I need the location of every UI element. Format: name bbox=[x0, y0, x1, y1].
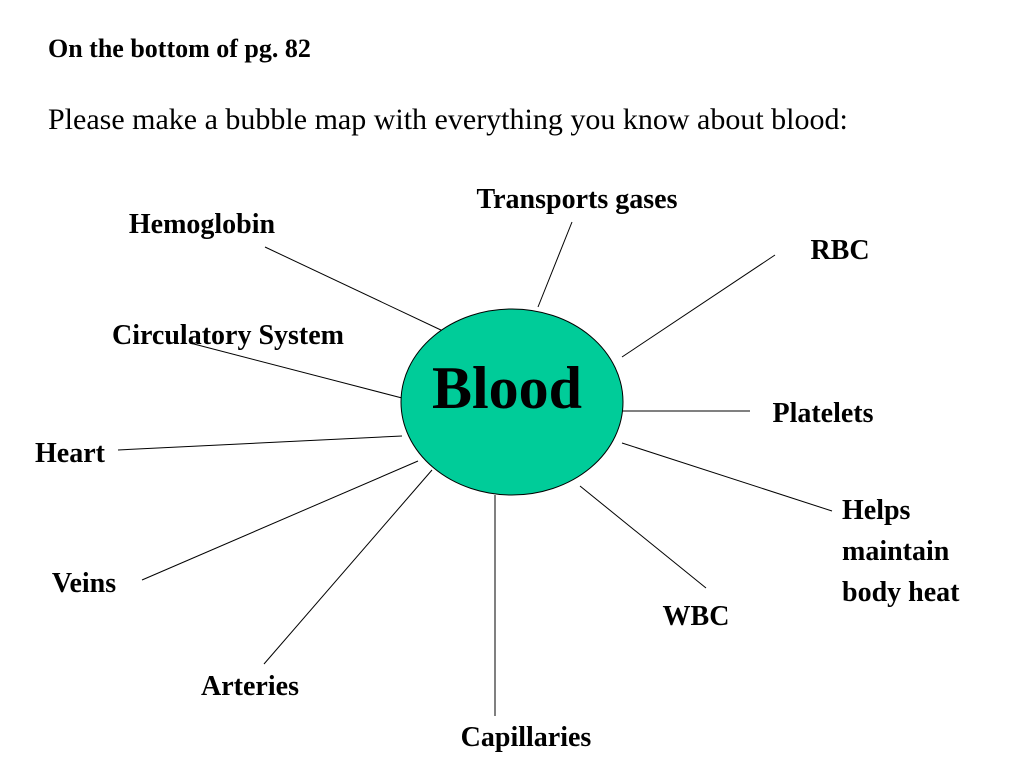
node-label-line: Arteries bbox=[201, 671, 299, 702]
node-label-line: Veins bbox=[52, 568, 116, 599]
center-label: Blood bbox=[432, 355, 582, 421]
node-label-arteries: Arteries bbox=[201, 671, 299, 702]
node-label-line: WBC bbox=[663, 601, 730, 632]
node-label-line: RBC bbox=[810, 235, 869, 266]
node-label-line: Helps bbox=[842, 495, 911, 526]
connector-transports-gases bbox=[537, 221, 573, 308]
node-label-rbc: RBC bbox=[810, 235, 869, 266]
connector-veins bbox=[141, 460, 419, 581]
node-label-circulatory-system: Circulatory System bbox=[112, 320, 344, 351]
instruction-text: Please make a bubble map with everything… bbox=[48, 103, 848, 136]
node-label-transports-gases: Transports gases bbox=[477, 184, 678, 215]
connector-wbc bbox=[579, 485, 707, 589]
node-label-heart: Heart bbox=[35, 438, 106, 469]
connector-hemoglobin bbox=[264, 246, 444, 332]
connector-arteries bbox=[263, 469, 433, 665]
center-bubble bbox=[400, 308, 624, 496]
slide-heading: On the bottom of pg. 82 bbox=[48, 34, 311, 63]
node-label-platelets: Platelets bbox=[772, 398, 873, 429]
node-label-capillaries: Capillaries bbox=[461, 722, 592, 753]
connector-lines bbox=[117, 221, 833, 716]
node-label-line: body heat bbox=[842, 577, 960, 608]
node-label-wbc: WBC bbox=[663, 601, 730, 632]
connector-rbc bbox=[621, 254, 776, 358]
node-label-line: Hemoglobin bbox=[129, 209, 276, 240]
node-label-line: Capillaries bbox=[461, 722, 592, 753]
node-label-line: Circulatory System bbox=[112, 320, 344, 351]
node-label-hemoglobin: Hemoglobin bbox=[129, 209, 276, 240]
node-label-line: maintain bbox=[842, 536, 950, 567]
connector-helps-maintain-body-heat bbox=[621, 442, 833, 512]
node-label-line: Platelets bbox=[772, 398, 873, 429]
connector-heart bbox=[117, 435, 403, 451]
node-label-line: Heart bbox=[35, 438, 106, 469]
node-label-veins: Veins bbox=[52, 568, 116, 599]
connector-circulatory-system bbox=[189, 342, 403, 399]
node-label-line: Transports gases bbox=[477, 184, 678, 215]
node-label-helps-maintain-body-heat: Helps maintain body heat bbox=[842, 495, 960, 608]
